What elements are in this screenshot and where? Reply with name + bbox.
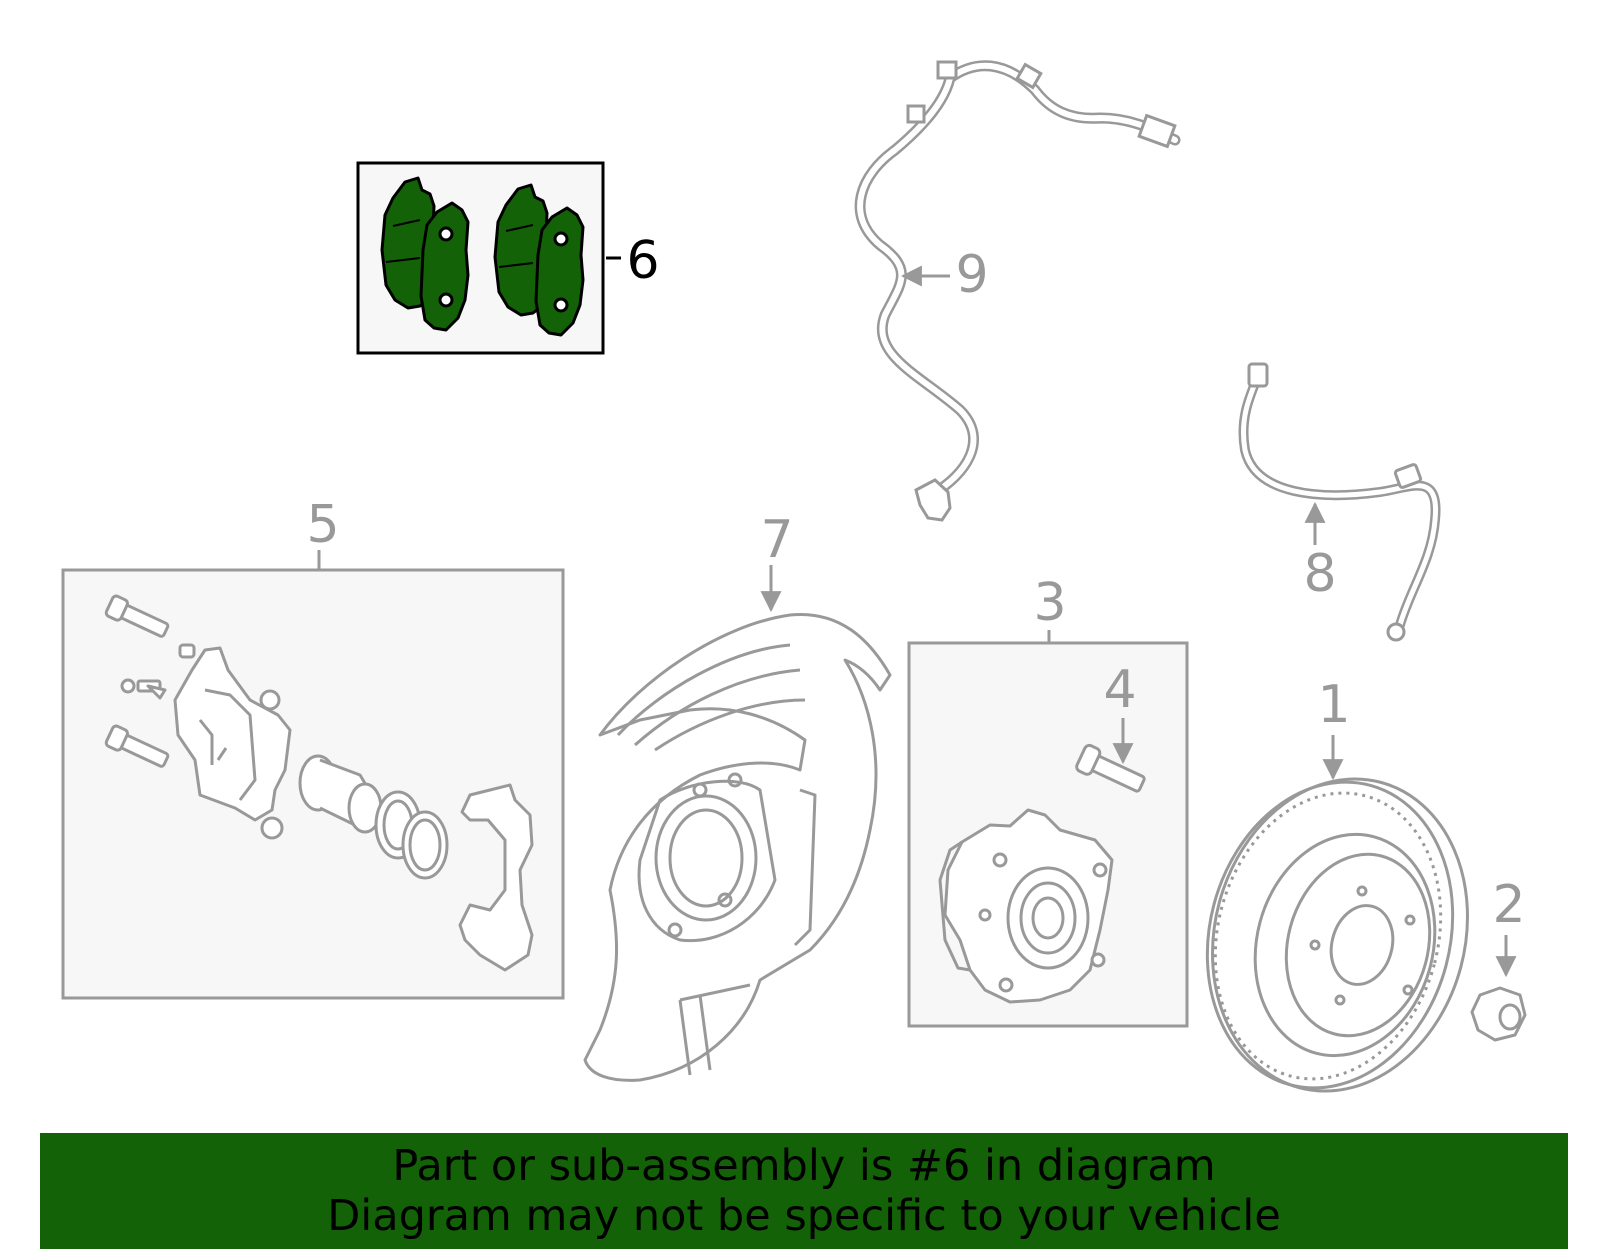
part-2-lug-nut[interactable] — [1470, 986, 1527, 1042]
part-5-caliper-assembly[interactable] — [61, 550, 565, 1000]
callout-4: 4 — [1103, 660, 1137, 720]
callout-9: 9 — [955, 245, 989, 305]
hub-flange — [938, 808, 1114, 1004]
part-9-abs-sensor-wire[interactable] — [854, 60, 1181, 499]
part-3-hub-assembly[interactable] — [907, 630, 1189, 1028]
part-7-dust-shield[interactable] — [583, 612, 892, 1082]
callout-2: 2 — [1492, 875, 1526, 935]
banner-line-2: Diagram may not be specific to your vehi… — [327, 1191, 1281, 1241]
callout-5: 5 — [306, 495, 340, 555]
part-9-connectors — [906, 60, 1177, 522]
part-8-brake-hose[interactable] — [1238, 371, 1441, 630]
callout-1: 1 — [1317, 675, 1351, 735]
brake-pad-left — [380, 176, 470, 332]
callout-8: 8 — [1303, 544, 1337, 604]
part-1-brake-rotor[interactable] — [1174, 750, 1502, 1120]
banner-line-1: Part or sub-assembly is #6 in diagram — [392, 1141, 1216, 1191]
callout-6: 6 — [626, 231, 660, 291]
brake-pad-right — [493, 183, 585, 337]
part-9-abs-sensor-wire-inner — [857, 62, 1178, 496]
part-6-brake-pads[interactable] — [356, 161, 621, 355]
info-banner: Part or sub-assembly is #6 in diagram Di… — [40, 1133, 1568, 1249]
part-4-wheel-stud[interactable] — [1075, 743, 1148, 798]
part-8-fittings — [1247, 362, 1423, 642]
callout-3: 3 — [1033, 573, 1067, 633]
caliper-parts — [104, 594, 534, 972]
callout-7: 7 — [760, 510, 794, 570]
